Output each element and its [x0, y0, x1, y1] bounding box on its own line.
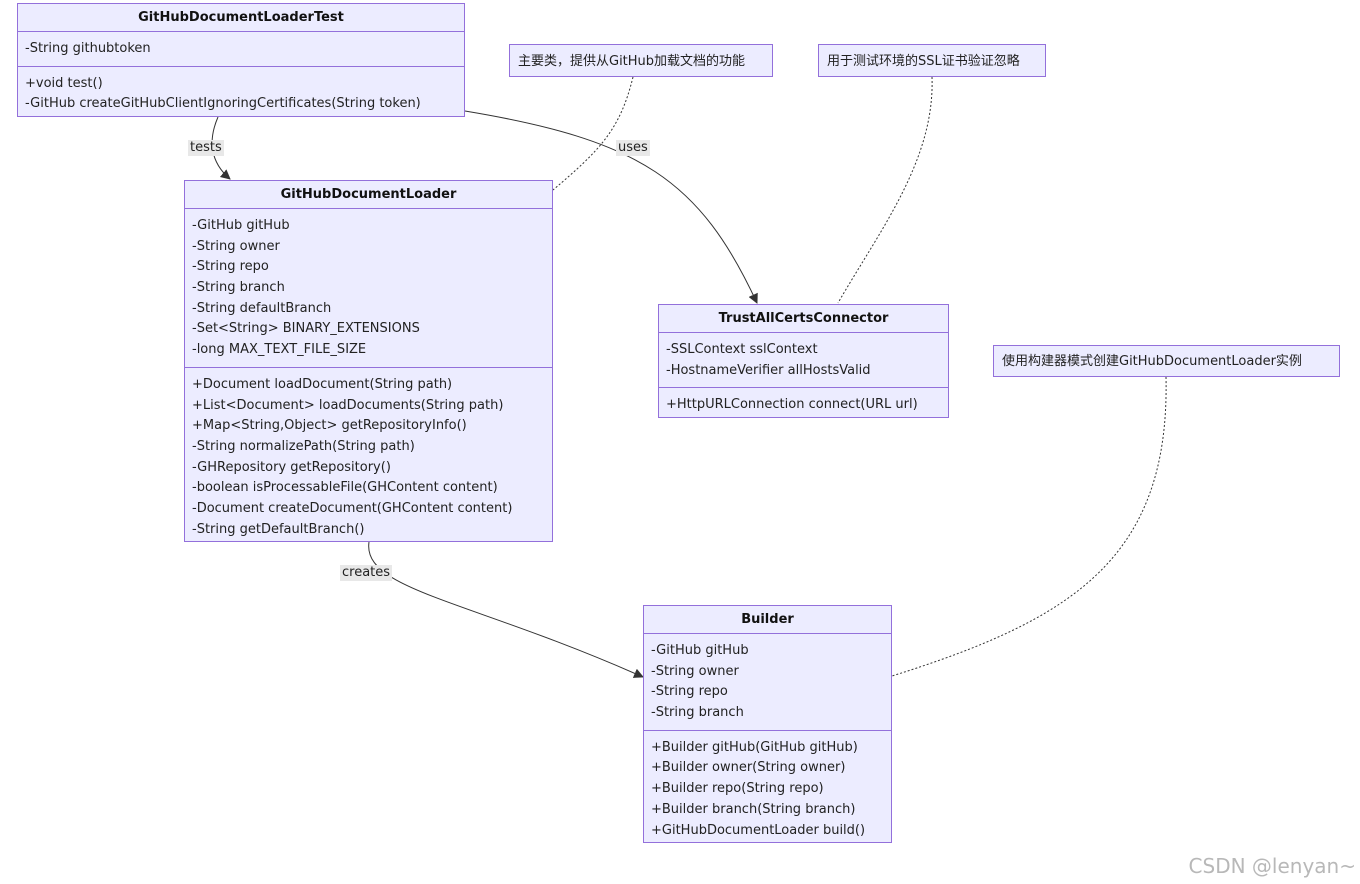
edge-label-uses: uses [616, 140, 650, 156]
edge-label-creates: creates [340, 565, 393, 581]
method: +Map<String,Object> getRepositoryInfo() [192, 418, 467, 434]
method: +Document loadDocument(String path) [192, 376, 453, 392]
class-name: Builder [644, 606, 891, 634]
class-trust-all-certs-connector: TrustAllCertsConnector -SSLContext sslCo… [658, 304, 949, 418]
attributes-section: -String githubtoken [18, 32, 464, 66]
edge-uses [464, 110, 758, 304]
method: -String normalizePath(String path) [192, 438, 415, 454]
note-link-connector [837, 76, 933, 304]
class-name: GitHubDocumentLoaderTest [18, 4, 464, 32]
attribute: -String repo [192, 259, 269, 275]
class-name: TrustAllCertsConnector [659, 305, 948, 333]
edge-creates [368, 541, 644, 678]
class-github-document-loader: GitHubDocumentLoader -GitHub gitHub -Str… [184, 180, 553, 542]
attributes-section: -GitHub gitHub -String owner -String rep… [185, 209, 552, 367]
method: +HttpURLConnection connect(URL url) [666, 397, 918, 413]
attribute: -String owner [651, 663, 739, 679]
attribute: -String defaultBranch [192, 300, 332, 316]
class-github-document-loader-test: GitHubDocumentLoaderTest -String githubt… [17, 3, 465, 117]
methods-section: +Document loadDocument(String path) +Lis… [185, 366, 552, 547]
method: +Builder owner(String owner) [651, 760, 846, 776]
class-builder: Builder -GitHub gitHub -String owner -St… [643, 605, 892, 843]
attribute: -HostnameVerifier allHostsValid [666, 362, 871, 378]
method: +void test() [25, 75, 103, 91]
methods-section: +HttpURLConnection connect(URL url) [659, 387, 948, 422]
note-link-loader [552, 76, 634, 191]
attributes-section: -SSLContext sslContext -HostnameVerifier… [659, 333, 948, 387]
method: +Builder branch(String branch) [651, 801, 856, 817]
method: -boolean isProcessableFile(GHContent con… [192, 480, 498, 496]
note-link-builder [891, 376, 1167, 677]
method: +List<Document> loadDocuments(String pat… [192, 397, 504, 413]
attribute: -SSLContext sslContext [666, 342, 818, 357]
method: +Builder repo(String repo) [651, 781, 824, 797]
method: +GitHubDocumentLoader build() [651, 822, 866, 838]
class-name: GitHubDocumentLoader [185, 181, 552, 209]
attribute: -String branch [651, 705, 744, 721]
note-connector: 用于测试环境的SSL证书验证忽略 [818, 44, 1046, 77]
note-loader: 主要类，提供从GitHub加载文档的功能 [509, 44, 773, 77]
attributes-section: -GitHub gitHub -String owner -String rep… [644, 634, 891, 730]
attribute: -String repo [651, 684, 728, 700]
method: +Builder gitHub(GitHub gitHub) [651, 739, 858, 755]
attribute: -String branch [192, 280, 285, 296]
edge-label-tests: tests [188, 140, 224, 156]
method: -String getDefaultBranch() [192, 521, 365, 537]
attribute: -String githubtoken [25, 41, 151, 56]
note-builder: 使用构建器模式创建GitHubDocumentLoader实例 [993, 345, 1340, 377]
attribute: -GitHub gitHub [651, 643, 749, 658]
watermark: CSDN @lenyan~ [1188, 854, 1356, 878]
attribute: -Set<String> BINARY_EXTENSIONS [192, 321, 420, 337]
attribute: -GitHub gitHub [192, 218, 290, 233]
attribute: -long MAX_TEXT_FILE_SIZE [192, 342, 367, 358]
attribute: -String owner [192, 238, 280, 254]
method: -Document createDocument(GHContent conte… [192, 500, 513, 516]
method: -GHRepository getRepository() [192, 459, 391, 475]
method: -GitHub createGitHubClientIgnoringCertif… [25, 96, 421, 112]
methods-section: +void test() -GitHub createGitHubClientI… [18, 65, 464, 121]
methods-section: +Builder gitHub(GitHub gitHub) +Builder … [644, 729, 891, 847]
